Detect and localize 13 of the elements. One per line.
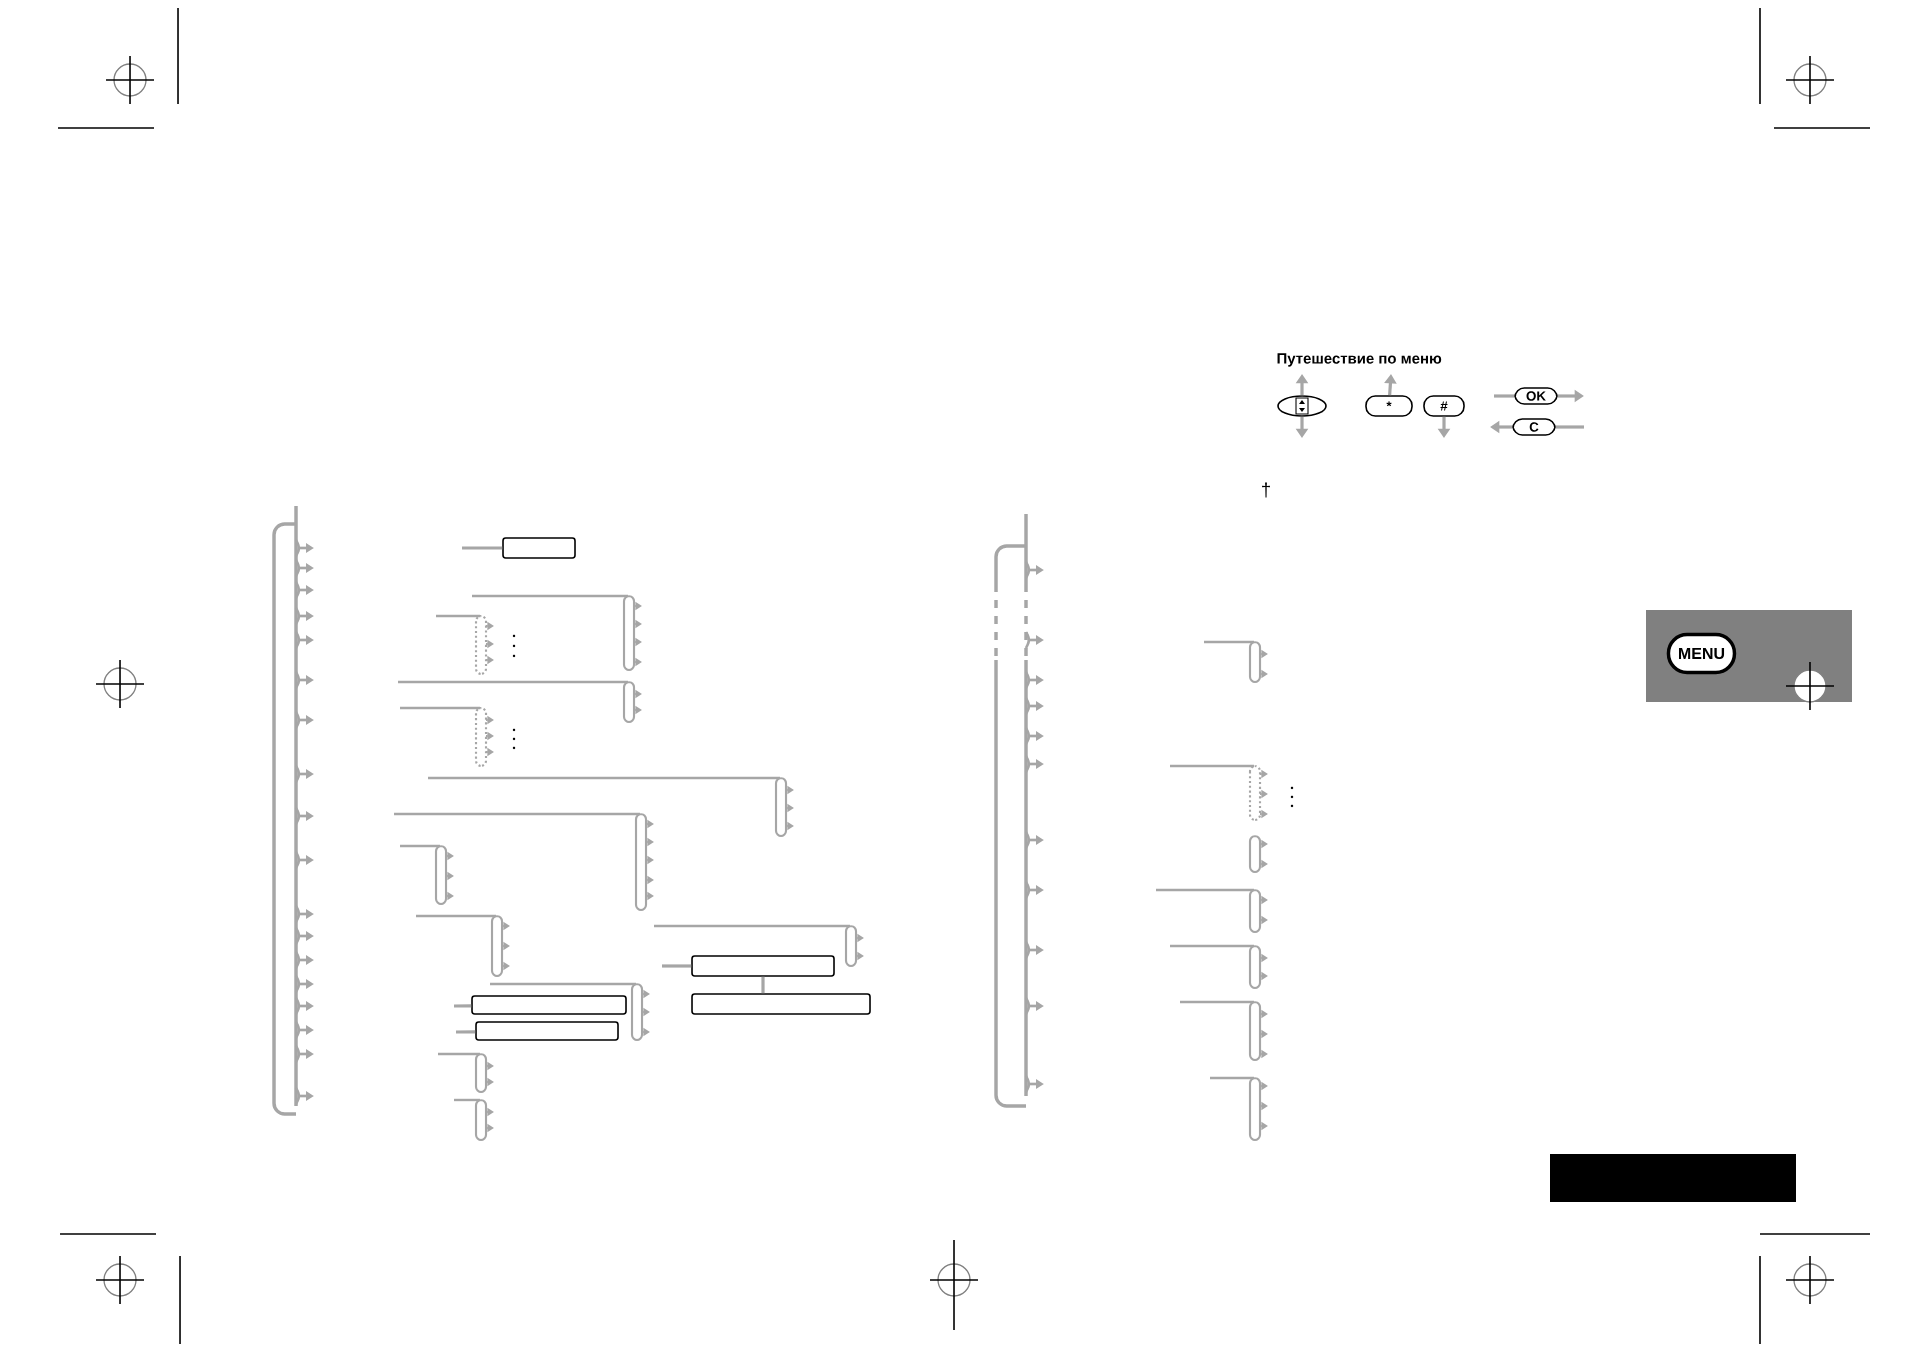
menu-item-box [471,995,627,1015]
menu-item-box [475,1021,619,1041]
navigation-key [1277,395,1327,417]
connector-line [462,546,503,550]
menu-item-box [691,993,871,1015]
connector-line [456,1030,476,1034]
menu-key: MENU [1666,632,1737,675]
footnote-mark: † [1262,482,1270,498]
connector-line [662,964,692,968]
menu-item-box [502,537,576,559]
connector-line [761,976,765,994]
menu-item-box [691,955,835,977]
connector-line [454,1004,472,1008]
